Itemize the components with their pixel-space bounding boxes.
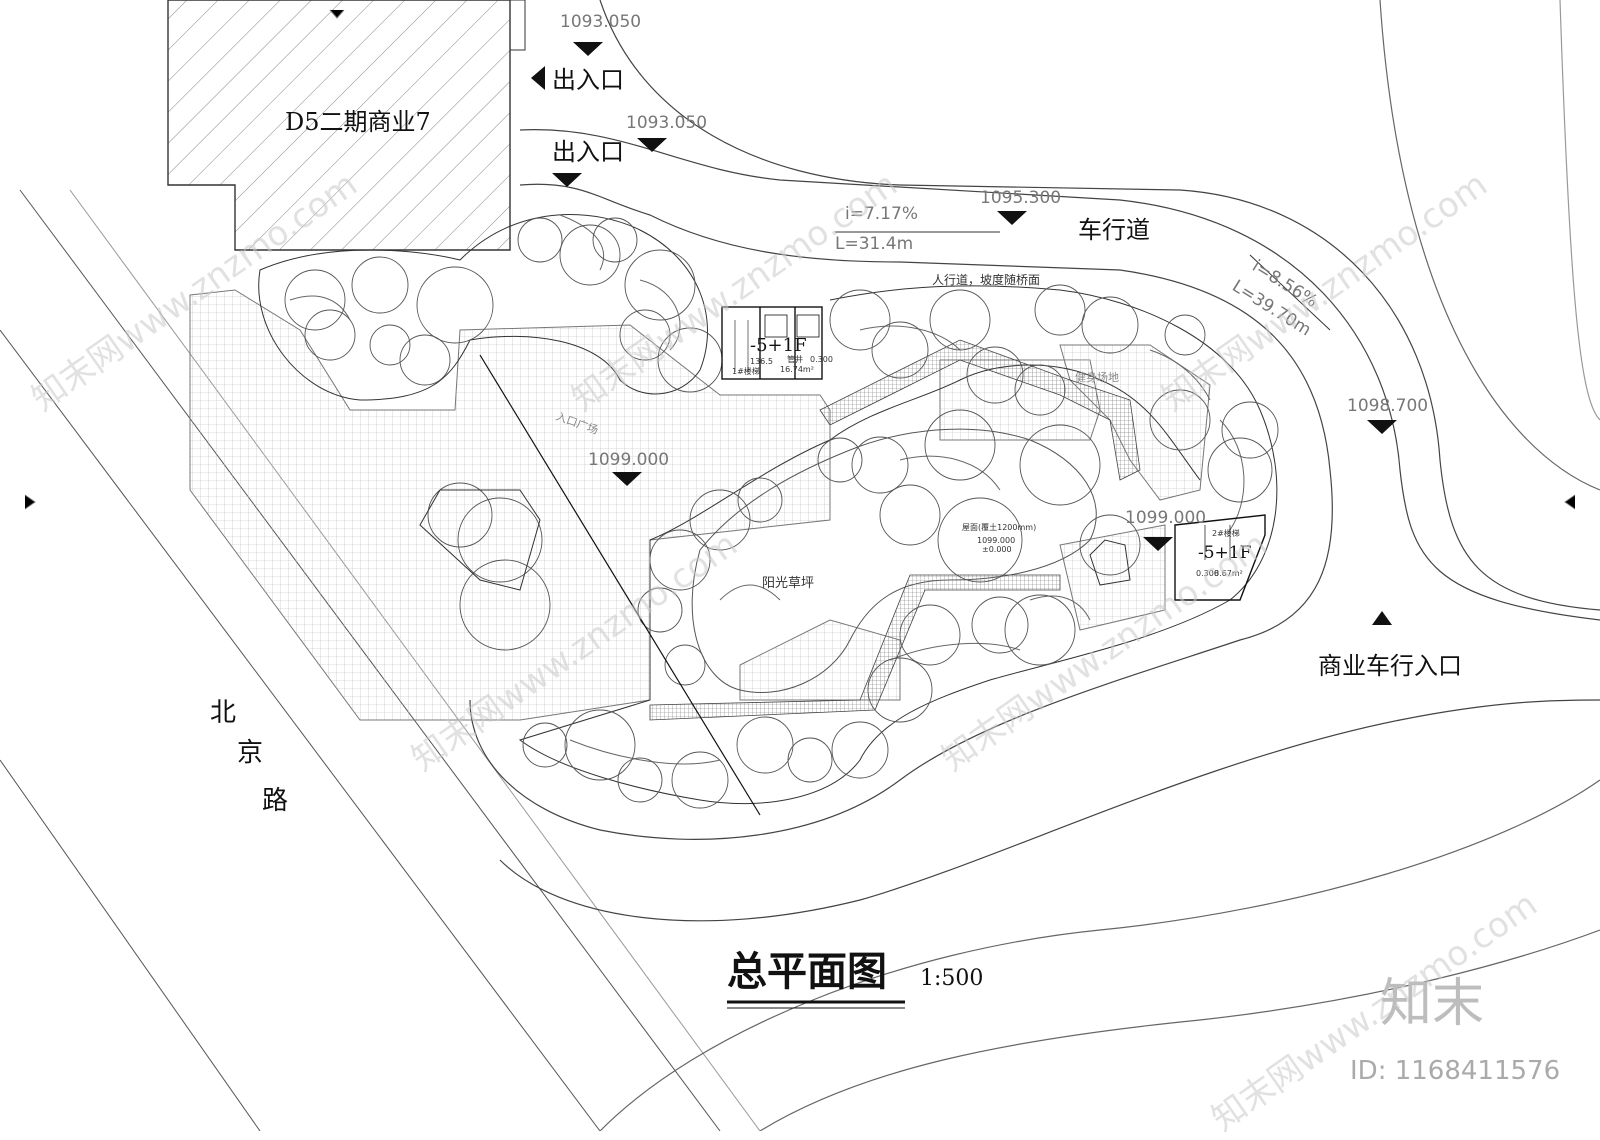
stair-core-1-elev: 0.300 [810, 355, 833, 364]
watermark-logo: 知末 [1380, 974, 1485, 1034]
elevation-label-3: 1095.300 [980, 188, 1062, 208]
trees [284, 217, 1279, 809]
slope-length-1: L=31.4m [835, 234, 914, 254]
road-curves [469, 0, 1600, 1131]
frame-ticks [24, 9, 1576, 510]
drawing-title: 总平面图 [727, 948, 887, 995]
planter [419, 489, 1131, 591]
drawing-scale: 1:500 [920, 966, 984, 991]
title-underline [727, 1000, 905, 1009]
stair-core-1-floors: -5+1F [750, 335, 807, 356]
commercial-vehicle-entry-label: 商业车行入口 [1318, 652, 1462, 680]
elevation-label-1: 1093.050 [560, 12, 642, 32]
stair-core-1-area: 16.74m² [780, 365, 814, 374]
elevation-markers [531, 42, 1397, 625]
roof-label: 屋面(覆土1200mm) [962, 523, 1037, 532]
carriageway-label: 车行道 [1078, 216, 1150, 244]
stair-core-2 [1174, 514, 1266, 601]
sunlight-lawn-label: 阳光草坪 [762, 576, 815, 591]
building-label: D5二期商业7 [285, 108, 431, 136]
site-boundary-line [479, 354, 761, 816]
stair-core-1-code: 1#楼梯 [732, 367, 760, 376]
roof-zero-level: ±0.000 [982, 545, 1012, 554]
exit-entry-label-1: 出入口 [552, 66, 624, 94]
elevation-label-4: 1098.700 [1347, 396, 1429, 416]
building-d5 [167, 0, 526, 251]
elevation-label-6: 1099.000 [1125, 508, 1207, 528]
elevation-label-2: 1093.050 [626, 113, 708, 133]
slope-grade-1: i=7.17% [845, 204, 918, 224]
exit-entry-label-2: 出入口 [552, 138, 624, 166]
sidewalk-label: 人行道，坡度随桥面 [932, 273, 1041, 287]
fitness-area-label: 健身场地 [1075, 371, 1119, 384]
road-name-char-1: 北 [210, 698, 237, 728]
stair-core-1 [721, 306, 823, 380]
roof-elevation: 1099.000 [977, 536, 1016, 545]
planting-beds [258, 214, 1278, 805]
hedge-bands [649, 339, 1141, 721]
stair-core-2-code: 2#楼梯 [1212, 529, 1240, 538]
road-name-char-3: 路 [262, 786, 289, 816]
slope-arrows [835, 231, 1331, 331]
stair-core-1-room: 管井 [787, 355, 803, 364]
stair-core-2-area: 8.67m² [1214, 569, 1243, 578]
stair-core-2-floors: -5+1F [1198, 543, 1252, 563]
watermark-id: ID: 1168411576 [1350, 1056, 1561, 1086]
stair-core-1-dim: 136.5 [750, 357, 773, 366]
stair-core-2-elev: 0.300 [1196, 569, 1219, 578]
elevation-label-5: 1099.000 [588, 450, 670, 470]
road-name-char-2: 京 [237, 738, 264, 768]
